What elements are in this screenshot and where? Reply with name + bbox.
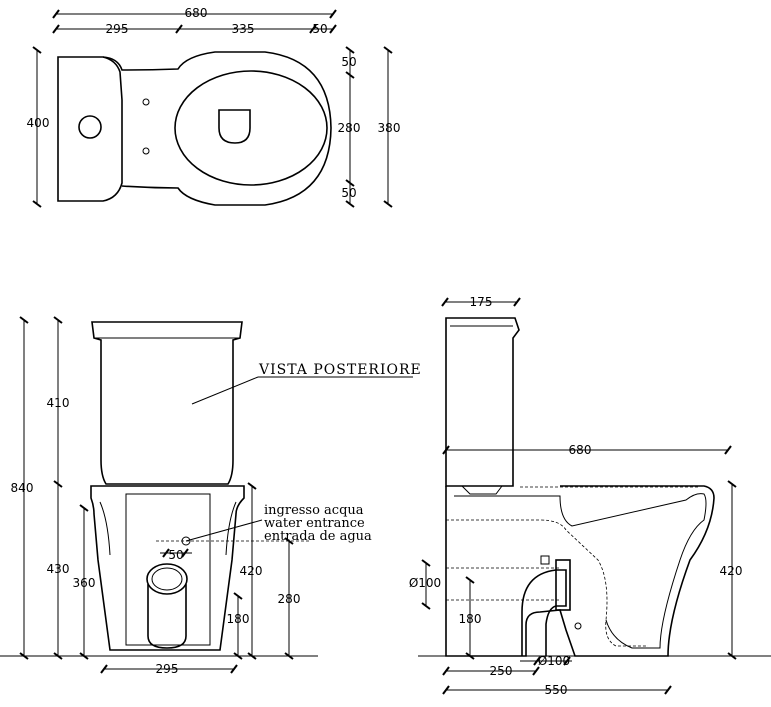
dim-bowl-width: 280	[338, 121, 361, 135]
dim-inlet-offset: 50	[168, 548, 183, 562]
outlet-ring	[146, 563, 188, 595]
pan-base-outline	[90, 485, 245, 651]
dim-inlet-axis: 280	[278, 592, 301, 606]
dim-overall-length-side: 680	[569, 443, 592, 457]
dim-pipe-height: 180	[459, 612, 482, 626]
outlet-horn	[147, 584, 187, 649]
dim-width: 400	[27, 116, 50, 130]
dim-outlet-diameter: Ø100	[538, 654, 570, 668]
fix-hole-bottom	[142, 147, 150, 155]
dim-bowl-outer: 380	[378, 121, 401, 135]
pan-back-panel	[125, 493, 211, 646]
dim-total-height: 840	[11, 481, 34, 495]
dim-base-height: 430	[47, 562, 70, 576]
dim-base-width: 295	[156, 662, 179, 676]
tank-outline	[57, 56, 123, 202]
inlet-note-en: water entrance	[264, 516, 365, 531]
side-outlet-pipe	[521, 569, 567, 656]
dim-inlet-height: 420	[240, 564, 263, 578]
dim-tank-height: 410	[47, 396, 70, 410]
dim-tank-depth-side: 175	[470, 295, 493, 309]
dim-rim-offset: 50	[312, 22, 327, 36]
inlet-note-it: ingresso acqua	[264, 503, 364, 518]
drain-opening	[218, 109, 251, 144]
title-leader	[191, 376, 259, 405]
view-title: VISTA POSTERIORE	[258, 362, 422, 378]
dim-tank-depth: 295	[106, 22, 129, 36]
pipe-collar	[555, 559, 571, 611]
dim-outlet-height: 360	[73, 576, 96, 590]
bowl-rim	[174, 70, 328, 186]
dim-base-length: 550	[545, 683, 568, 697]
flush-hole	[78, 115, 102, 139]
cistern-outline	[91, 321, 243, 485]
dim-bowl-height: 420	[720, 564, 743, 578]
top-view: 680 295 335 50 400 50 280 50 380	[27, 6, 401, 208]
side-view: 175 680 Ø100 180 420 Ø	[409, 295, 771, 697]
bowl-outline	[102, 51, 332, 206]
dim-side-top: 50	[341, 55, 356, 69]
side-bowl-outline	[445, 485, 715, 657]
inlet-note-es: entrada de agua	[264, 529, 372, 544]
inlet-leader	[185, 519, 263, 542]
dim-overall-length: 680	[185, 6, 208, 20]
dim-bowl-length: 335	[232, 22, 255, 36]
dim-pipe-diameter: Ø100	[409, 576, 441, 590]
rear-view: ingresso acqua water entrance entrada de…	[0, 316, 422, 676]
dim-side-bottom: 50	[341, 186, 356, 200]
dim-floor-offset: 180	[227, 612, 250, 626]
fix-hole-top	[142, 98, 150, 106]
side-cistern-outline	[445, 317, 520, 487]
dim-outlet-distance: 250	[490, 664, 513, 678]
